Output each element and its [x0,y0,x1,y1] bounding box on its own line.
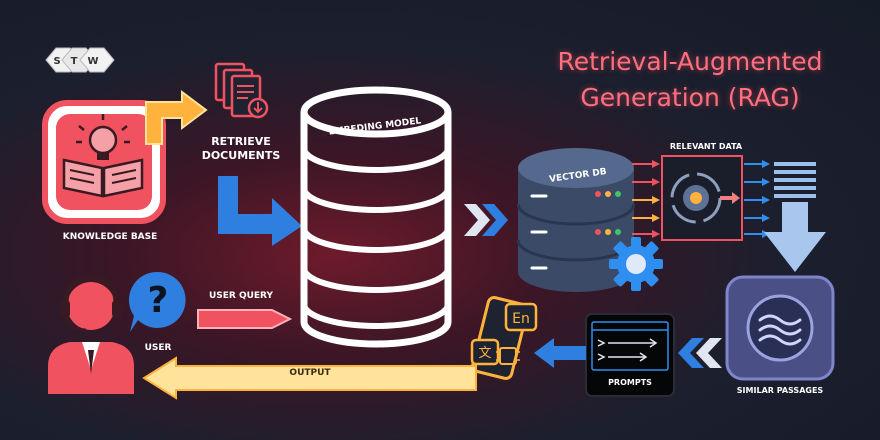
gear-icon [609,237,663,291]
outgoing-arrows [744,160,770,238]
logo-text: STW [53,56,108,67]
similar-passages-label: SIMILAR PASSAGES [736,386,824,395]
relevant-data-panel [632,155,770,241]
retrieve-documents-line2: DOCUMENTS [201,149,281,162]
retrieve-documents-line1: RETRIEVE [211,135,271,148]
phone-glyph-x: 文 [478,346,491,361]
knowledge-base-label: KNOWLEDGE BASE [62,232,158,242]
output-label: OUTPUT [289,368,331,378]
chevron-left-icon [678,338,722,368]
incoming-arrows [632,160,660,238]
lightbulb-book-icon [42,100,166,224]
logo-icon: STW [45,47,115,73]
question-bubble-icon: ? [128,271,186,332]
ai-chip-icon [683,185,709,211]
documents-download-icon [214,62,269,119]
phone-glyph-en: En [512,311,530,327]
prompts-label: PROMPTS [608,378,652,387]
database-icon [300,86,452,348]
user-label: USER [144,343,172,353]
terminal-icon [585,313,675,397]
question-glyph: ? [148,280,169,321]
retrieve-documents-label: RETRIEVE DOCUMENTS [196,135,286,163]
diagram-title: Retrieval-Augmented Generation (RAG) [520,44,860,116]
wave-icon [725,275,835,381]
user-headset-icon [48,275,134,394]
down-arrow-icon [764,162,826,272]
documents-to-embedding-arrow [218,176,302,246]
title-line-1: Retrieval-Augmented [557,47,823,76]
user-query-arrow [197,309,293,329]
title-line-2: Generation (RAG) [580,83,800,112]
user-query-label: USER QUERY [208,291,274,301]
vector-db-icon [516,148,636,292]
translate-phone-icon: En 文 [470,296,538,380]
retrieve-arrow-up [145,90,208,145]
chevron-right-icon [464,204,508,236]
prompts-to-output-arrow [534,338,586,368]
relevant-data-label: RELEVANT DATA [669,142,743,151]
output-arrow [142,356,477,400]
